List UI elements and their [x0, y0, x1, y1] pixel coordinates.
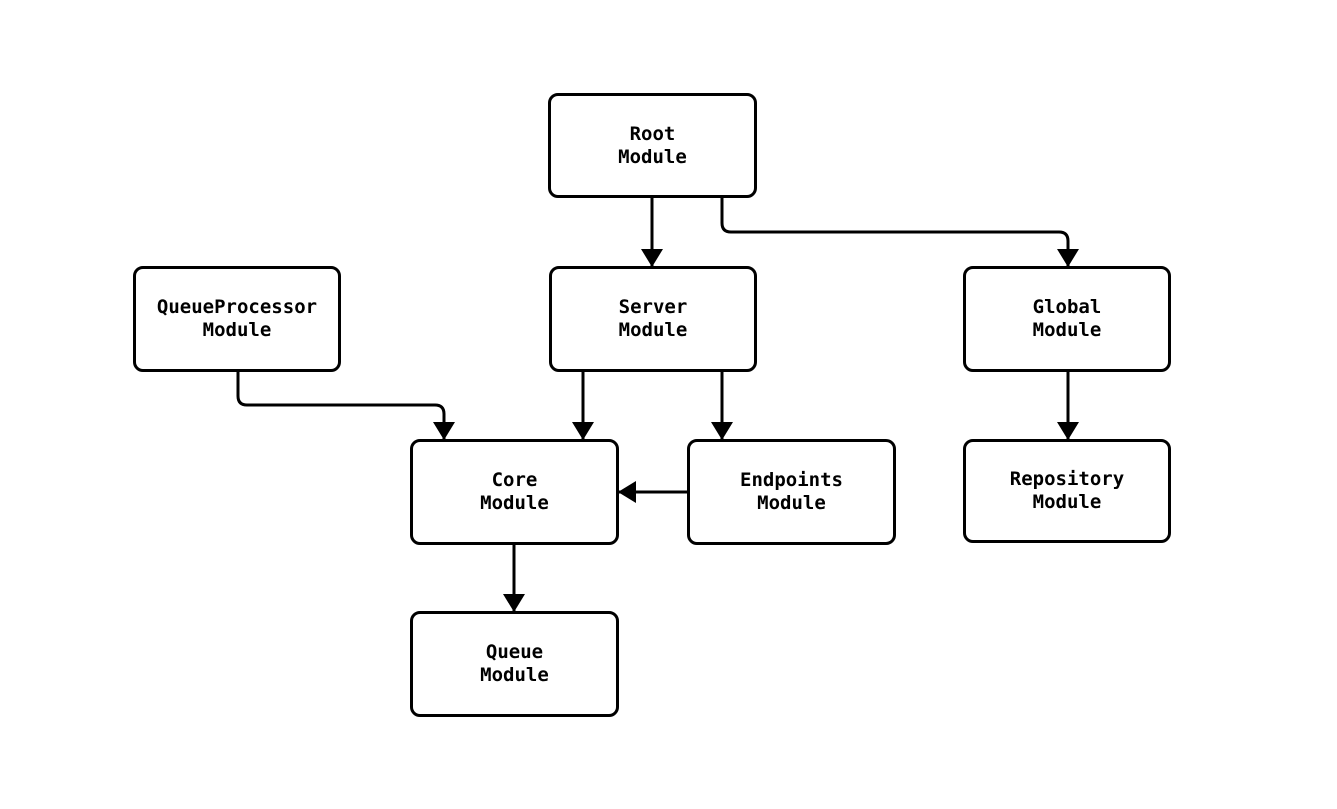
node-label: Root Module	[618, 122, 687, 168]
node-label: Core Module	[480, 469, 549, 514]
node-repository: Repository Module	[963, 439, 1171, 543]
node-root: Root Module	[548, 93, 757, 198]
node-label: Endpoints Module	[740, 469, 843, 514]
node-queueprocessor: QueueProcessor Module	[133, 266, 341, 372]
node-server: Server Module	[549, 266, 757, 372]
node-label: Global Module	[1032, 296, 1102, 341]
node-global: Global Module	[963, 266, 1171, 372]
node-core: Core Module	[410, 439, 619, 545]
node-label: Repository Module	[1009, 468, 1125, 513]
node-label: Queue Module	[480, 641, 549, 686]
node-label: QueueProcessor Module	[156, 296, 318, 341]
node-endpoints: Endpoints Module	[687, 439, 896, 545]
node-queue: Queue Module	[410, 611, 619, 717]
node-label: Server Module	[618, 296, 688, 341]
